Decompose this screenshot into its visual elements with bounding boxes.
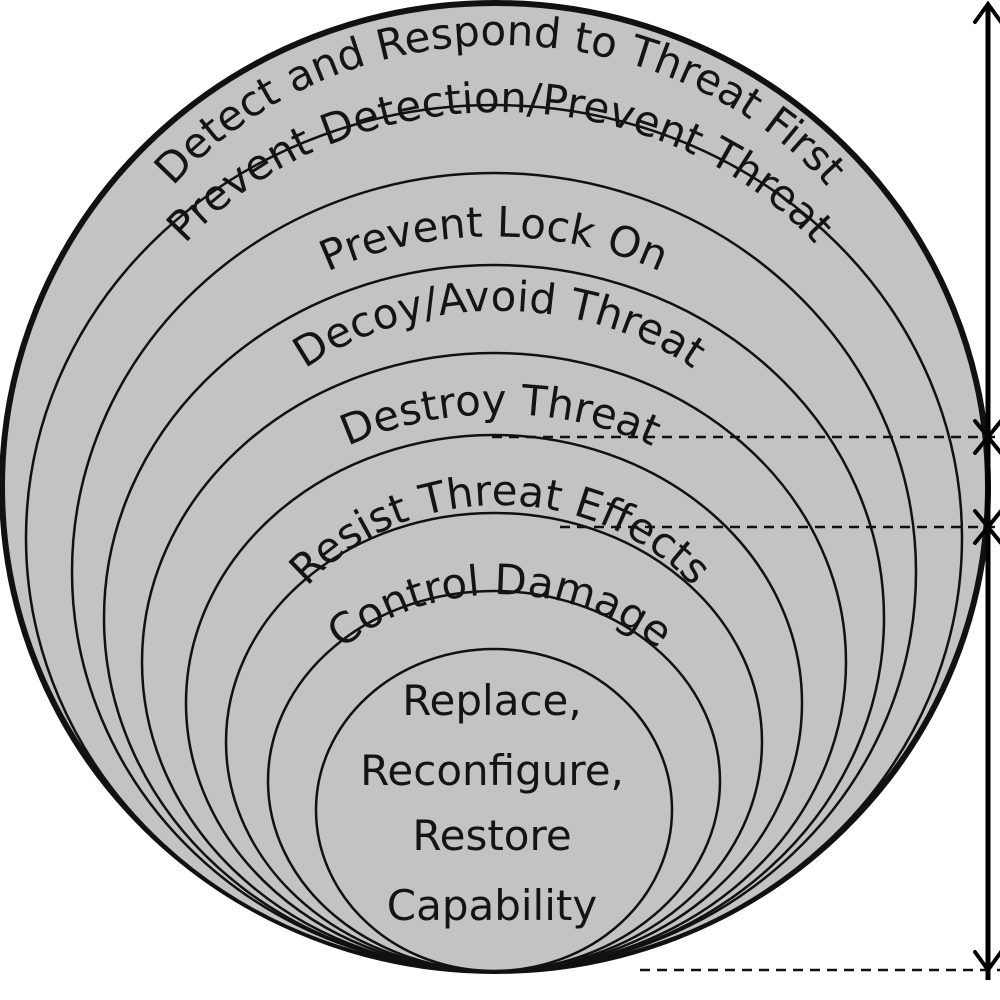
- rings-group: [0, 0, 991, 974]
- arrowhead-bottom: [973, 950, 1000, 974]
- core-label-line-3: Restore: [412, 811, 571, 860]
- ring-core: [314, 647, 674, 973]
- core-label-line-1: Replace,: [402, 676, 581, 725]
- arrowhead-middle-up: [973, 523, 1000, 545]
- arrowhead-upper-up: [973, 433, 1000, 455]
- core-label-line-2: Reconfigure,: [360, 746, 624, 795]
- arrowhead-top: [973, 0, 1000, 24]
- core-label-line-4: Capability: [387, 881, 597, 930]
